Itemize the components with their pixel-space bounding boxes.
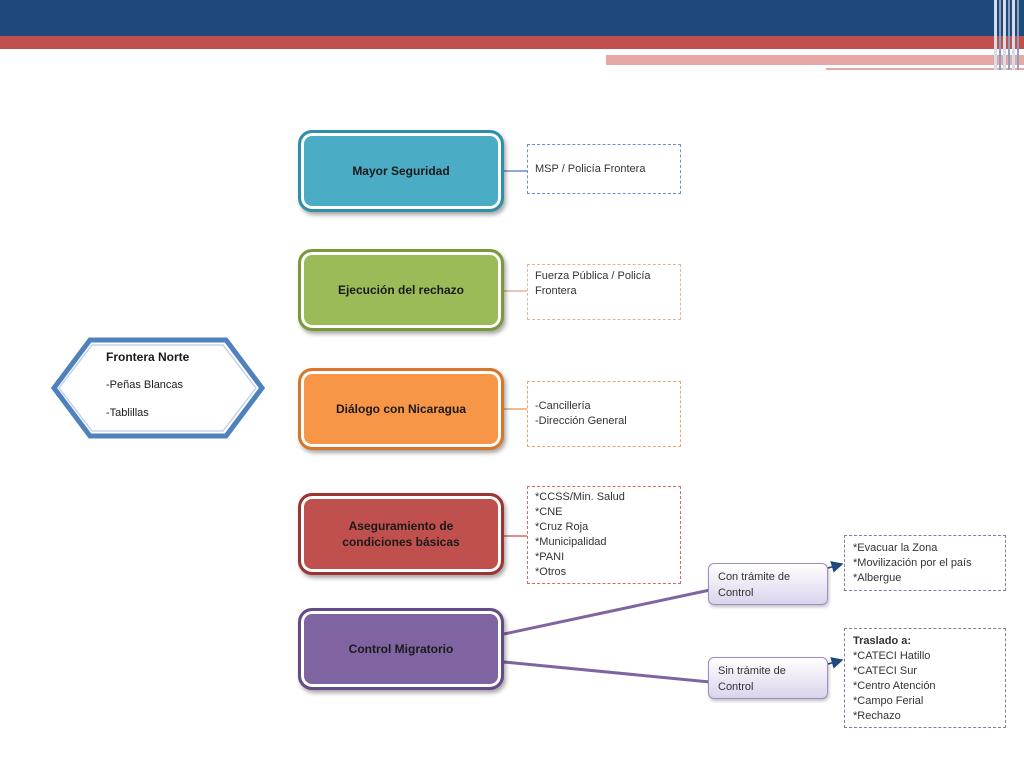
- header-vertical-stripe: [1008, 0, 1010, 70]
- category-label: Ejecución del rechazo: [337, 283, 465, 297]
- detail-item: Frontera: [535, 285, 577, 297]
- connector-line: [503, 588, 711, 636]
- detail-item: -Cancillería: [535, 400, 591, 412]
- detail-box-seguridad: MSP / Policía Frontera: [527, 144, 681, 194]
- detail-item: *Municipalidad: [535, 536, 607, 548]
- header-vertical-stripe: [1017, 0, 1019, 70]
- header-accent-bar: [0, 36, 1024, 49]
- detail-item: Fuerza Pública / Policía: [535, 270, 651, 282]
- result-item: *Campo Ferial: [853, 695, 924, 707]
- category-label: Diálogo con Nicaragua: [335, 402, 467, 416]
- header-vertical-stripe: [999, 0, 1001, 70]
- header-gap-2: [606, 65, 1024, 68]
- category-label: Control Migratorio: [348, 642, 454, 656]
- detail-box-rechazo: Fuerza Pública / Policía Frontera: [527, 264, 681, 320]
- root-hexagon-inner: [58, 344, 257, 432]
- result-item: *Rechazo: [853, 710, 901, 722]
- result-item: *Albergue: [853, 572, 902, 584]
- connector-line: [503, 660, 711, 684]
- result-item: *Centro Atención: [853, 680, 936, 692]
- category-control-migratorio: Control Migratorio: [298, 608, 504, 690]
- detail-item: -Dirección General: [535, 415, 627, 427]
- header-gap: [606, 49, 1024, 55]
- header-vertical-stripe: [1012, 0, 1015, 70]
- detail-item: MSP / Policía Frontera: [535, 162, 646, 175]
- category-ejecucion-rechazo: Ejecución del rechazo: [298, 249, 504, 331]
- header-pink-stripe: [606, 55, 1024, 65]
- root-hexagon: [50, 337, 266, 439]
- arrow-connector: [827, 561, 844, 573]
- detail-box-aseguramiento: *CCSS/Min. Salud *CNE *Cruz Roja *Munici…: [527, 486, 681, 584]
- subnode-sin-tramite: Sin trámite de Control: [708, 657, 828, 699]
- detail-item: *Otros: [535, 566, 567, 578]
- category-label: Mayor Seguridad: [352, 164, 450, 178]
- category-aseguramiento: Aseguramiento de condiciones básicas: [298, 493, 504, 575]
- category-dialogo-nicaragua: Diálogo con Nicaragua: [298, 368, 504, 450]
- result-item: *CATECI Sur: [853, 665, 917, 677]
- header-pink-line: [826, 68, 1024, 70]
- result-item: *Evacuar la Zona: [853, 542, 938, 554]
- header-vertical-stripe: [994, 0, 997, 70]
- result-box-con-tramite: *Evacuar la Zona *Movilización por el pa…: [844, 535, 1006, 591]
- root-item: -Tablillas: [106, 407, 149, 419]
- result-item: *Movilización por el país: [853, 557, 972, 569]
- subnode-label: Con trámite de Control: [718, 571, 791, 599]
- arrow-connector: [827, 657, 844, 669]
- result-item: *CATECI Hatillo: [853, 650, 931, 662]
- detail-item: *CNE: [535, 506, 563, 518]
- header-bar: [0, 0, 1024, 36]
- subnode-con-tramite: Con trámite de Control: [708, 563, 828, 605]
- root-node: Frontera Norte -Peñas Blancas -Tablillas: [106, 350, 189, 434]
- detail-item: *Cruz Roja: [535, 521, 589, 533]
- detail-item: *CCSS/Min. Salud: [535, 491, 625, 503]
- category-mayor-seguridad: Mayor Seguridad: [298, 130, 504, 212]
- detail-box-dialogo: -Cancillería -Dirección General: [527, 381, 681, 447]
- root-title: Frontera Norte: [106, 350, 190, 364]
- root-item: -Peñas Blancas: [106, 379, 184, 391]
- category-label: Aseguramiento de condiciones básicas: [342, 519, 460, 549]
- detail-item: *PANI: [535, 551, 565, 563]
- header-vertical-stripe: [1003, 0, 1006, 70]
- result-title: Traslado a:: [853, 635, 912, 647]
- result-box-sin-tramite: Traslado a: *CATECI Hatillo *CATECI Sur …: [844, 628, 1006, 728]
- subnode-label: Sin trámite de Control: [718, 665, 786, 693]
